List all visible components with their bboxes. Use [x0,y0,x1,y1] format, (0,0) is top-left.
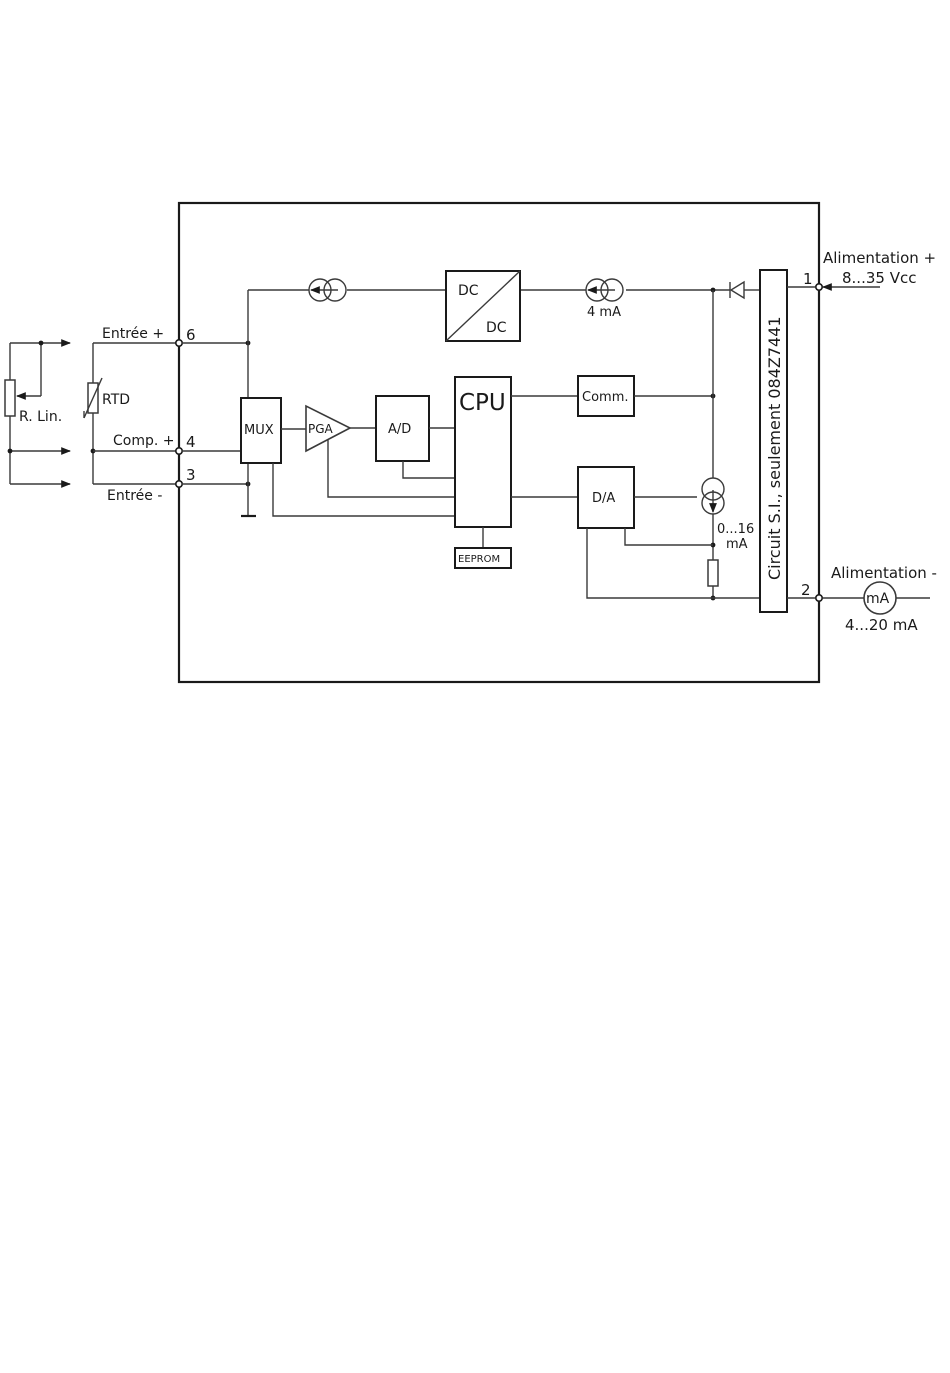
si-circuit-label: Circuit S.I., seulement 084Z7441 [765,316,784,580]
dc-bottom-label: DC [486,320,507,336]
ad-label: A/D [388,422,411,437]
zero-16-label: 0...16 [717,522,754,537]
terminal-3-label: 3 [186,466,196,484]
eeprom-label: EEPROM [458,554,500,565]
mux-label: MUX [244,423,274,438]
terminal-6 [176,340,182,346]
terminal-1-label: 1 [803,270,813,288]
entree-minus-label: Entrée - [107,488,162,504]
terminal-4-label: 4 [186,433,196,451]
da-label: D/A [592,491,615,506]
volt-range-label: 8...35 Vcc [842,269,916,287]
dc-dc-converter [446,271,520,341]
terminal-1 [816,284,822,290]
sense-resistor [708,560,718,586]
comp-plus-label: Comp. + [113,433,175,449]
four-ma-label: 4 mA [587,305,621,320]
terminal-2-label: 2 [801,581,811,599]
rtd-label: RTD [102,392,130,408]
current-source-left [309,279,346,301]
rtd-sensor [84,343,102,484]
terminal-4 [176,448,182,454]
ammeter-label: mA [866,591,890,607]
dc-top-label: DC [458,283,479,299]
alim-minus-label: Alimentation - [831,564,937,582]
entree-plus-label: Entrée + [102,326,164,342]
terminal-2 [816,595,822,601]
alim-plus-label: Alimentation + [823,249,936,267]
comm-label: Comm. [582,390,629,405]
terminal-6-label: 6 [186,326,196,344]
terminal-3 [176,481,182,487]
pga-label: PGA [308,422,334,436]
r-lin-label: R. Lin. [19,409,62,425]
ma-unit-label: mA [726,537,748,552]
current-source-0-16ma [702,478,724,514]
cpu-label: CPU [459,390,506,416]
current-source-4ma [586,279,623,301]
diode [730,282,744,298]
current-range-label: 4...20 mA [845,616,918,634]
